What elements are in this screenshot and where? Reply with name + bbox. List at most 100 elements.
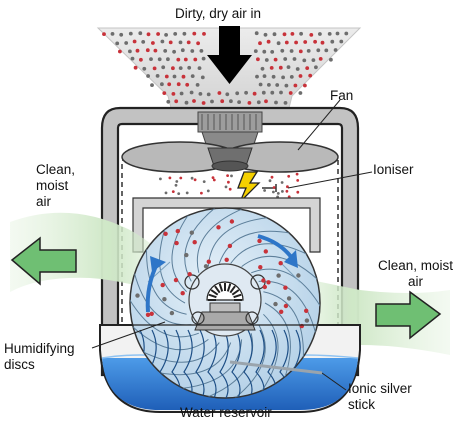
dirt-particle: [167, 82, 172, 87]
moisture-particle: [175, 228, 180, 234]
moisture-particle: [135, 293, 140, 298]
moisture-particle: [279, 309, 284, 314]
dirt-particle: [206, 92, 211, 97]
dirt-particle: [267, 83, 271, 87]
moisture-particle: [276, 273, 281, 278]
dirt-particle: [260, 66, 265, 71]
dirt-particle: [318, 57, 323, 61]
dirt-particle: [244, 90, 249, 95]
dirt-particle: [324, 48, 329, 53]
dirt-particle: [190, 49, 195, 53]
dirt-particle: [258, 82, 263, 87]
dirt-particle: [133, 65, 138, 70]
dirt-particle: [195, 83, 200, 87]
dirt-particle: [145, 48, 150, 53]
dirt-particle: [314, 65, 318, 70]
ion-particle: [226, 174, 230, 178]
dirt-particle: [187, 65, 192, 70]
dirt-particle: [190, 74, 195, 78]
dirt-particle: [295, 67, 300, 71]
ion-particle: [177, 192, 181, 196]
ion-particle: [185, 191, 189, 195]
ion-particle: [175, 180, 179, 183]
ion-particle: [211, 176, 215, 180]
moisture-particle: [145, 312, 151, 317]
dirt-particle: [166, 99, 171, 104]
dirt-particle: [237, 100, 242, 104]
dirt-particle: [161, 65, 166, 70]
dirt-particle: [142, 66, 147, 71]
dirt-particle: [344, 31, 349, 36]
ion-particle: [212, 178, 216, 182]
ion-particle: [174, 183, 178, 187]
ion-particle: [202, 180, 206, 184]
dirt-particle: [298, 74, 303, 78]
dirt-particle: [197, 66, 202, 70]
dirt-particle: [128, 31, 133, 36]
dirt-particle: [339, 39, 344, 44]
dirt-particle: [276, 41, 281, 46]
ion-particle: [168, 176, 172, 180]
dirt-particle: [139, 57, 143, 62]
air-in-arrow: [207, 26, 252, 84]
dirt-particle: [283, 57, 288, 61]
dirt-particle: [173, 32, 178, 36]
ion-particle: [296, 190, 300, 194]
ion-particle: [193, 178, 197, 182]
dirt-particle: [135, 48, 140, 53]
dirt-particle: [256, 57, 260, 62]
moisture-particle: [203, 264, 209, 269]
dirt-particle: [162, 91, 167, 95]
dirt-particle: [220, 99, 225, 104]
ion-particle: [287, 174, 291, 178]
dirt-particle: [192, 31, 197, 36]
dirt-particle: [275, 83, 280, 87]
dirt-particle: [333, 48, 338, 52]
dirt-particle: [261, 90, 266, 95]
ion-particle: [263, 189, 266, 192]
dirt-particle: [172, 74, 177, 79]
moisture-particle: [283, 303, 289, 309]
ionic-silver-stick: [229, 360, 323, 375]
moisture-particle: [216, 225, 221, 230]
moisture-particle: [162, 297, 167, 302]
dirt-particle: [178, 40, 183, 45]
dirt-particle: [253, 49, 258, 53]
ion-particles: [159, 172, 300, 199]
humidifying-drum: [129, 207, 321, 399]
dirt-particle: [198, 92, 203, 96]
moisture-particle: [192, 240, 197, 245]
dirt-particle: [264, 99, 268, 104]
dirt-particle: [298, 91, 303, 95]
dirt-particle: [320, 40, 325, 45]
dirt-particle: [247, 101, 252, 105]
label-ioniser: Ioniser: [373, 162, 414, 177]
ion-particle: [272, 186, 276, 189]
dirt-particle: [281, 75, 285, 80]
dirt-particle: [270, 50, 275, 54]
dirt-particle: [280, 48, 285, 53]
dirt-particle: [146, 32, 151, 37]
dirt-particle: [172, 49, 177, 54]
moisture-particle: [169, 310, 175, 316]
moisture-particle: [163, 231, 168, 236]
moisture-particle: [149, 311, 154, 316]
dirt-particle: [335, 31, 340, 36]
dirt-particle: [327, 32, 332, 36]
ion-particle: [159, 177, 162, 181]
moisture-particle: [263, 249, 268, 254]
dirt-particle: [164, 33, 169, 37]
dirt-particle: [279, 90, 283, 95]
dirt-particle: [164, 74, 169, 79]
ion-particle: [268, 179, 272, 183]
dirt-particle: [176, 82, 181, 87]
dirt-particle: [302, 58, 307, 63]
left-output-arrow: [10, 236, 77, 286]
dirt-particle: [284, 40, 289, 45]
moisture-particle: [229, 219, 235, 224]
dirt-particle: [196, 41, 201, 46]
dirt-particle: [308, 73, 313, 78]
dirt-particle: [269, 66, 274, 70]
dirt-particle: [181, 74, 186, 79]
ion-particle: [296, 179, 300, 182]
